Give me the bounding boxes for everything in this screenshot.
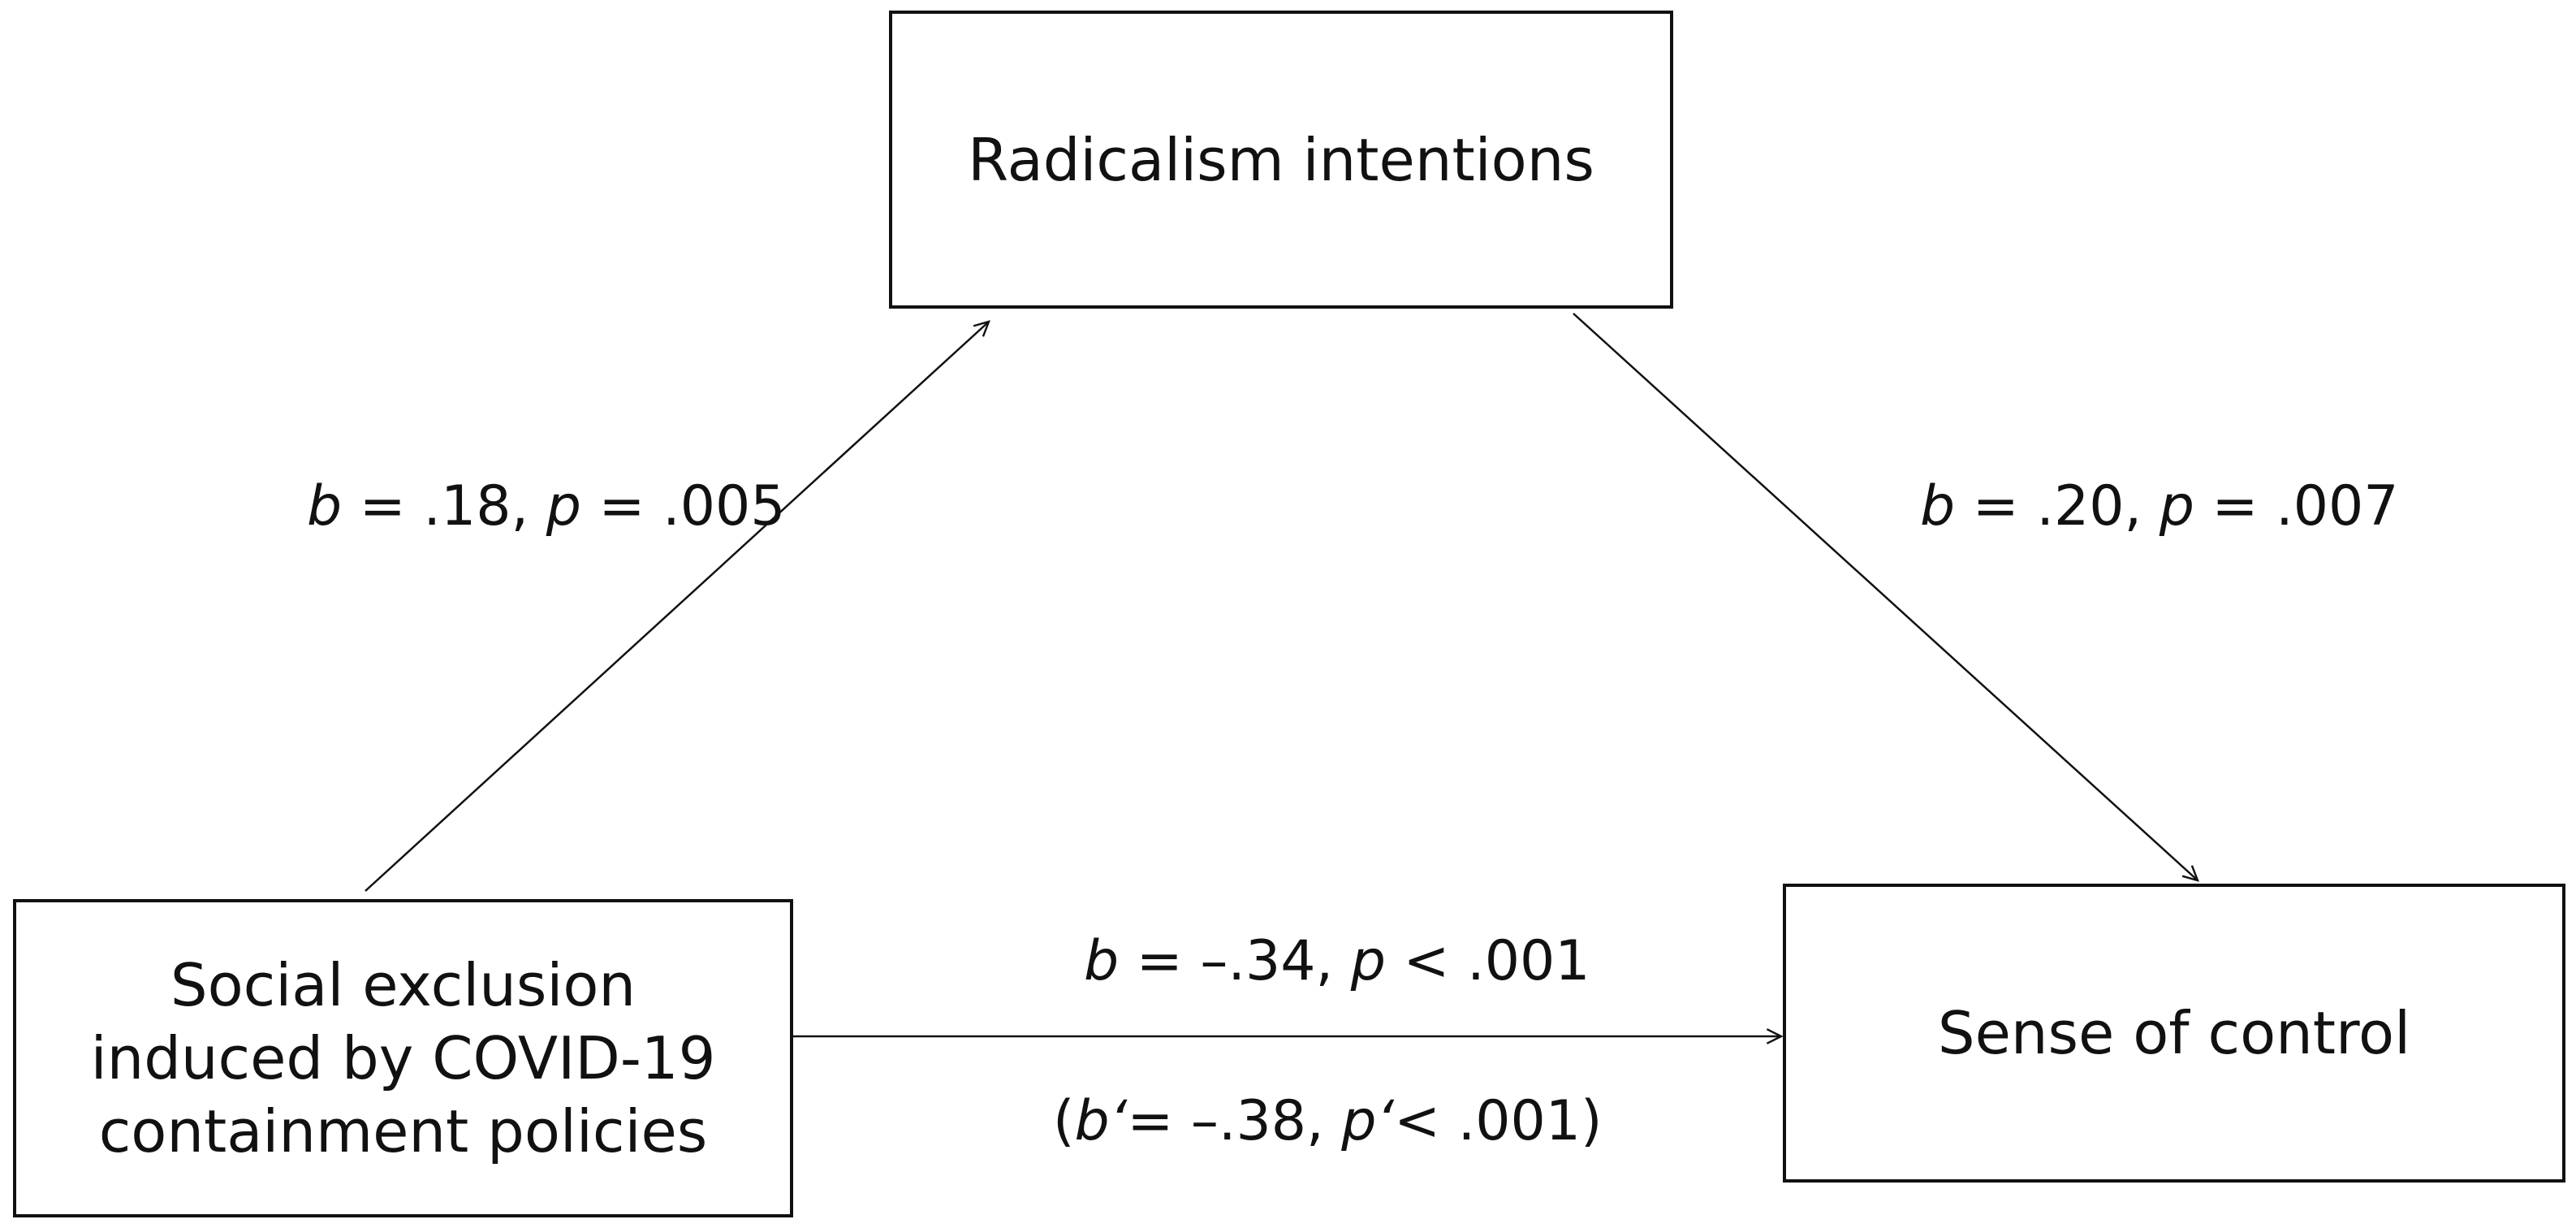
- path-a-p-symbol: p: [546, 474, 581, 538]
- path-c-p-symbol: p: [1350, 929, 1386, 993]
- arrow-mediator-to-outcome: [1573, 313, 2198, 880]
- path-c-b-value: = –.34,: [1119, 929, 1351, 993]
- path-c-adj-open-paren: (: [1053, 1089, 1075, 1153]
- path-b-coefficient: b = .20, p = .007: [1920, 479, 2399, 534]
- outcome-box: Sense of control: [1783, 884, 2565, 1183]
- path-b-b-symbol: b: [1920, 474, 1956, 538]
- mediator-label: Radicalism intentions: [968, 125, 1594, 194]
- outcome-label: Sense of control: [1937, 999, 2411, 1067]
- path-c-adjusted-coefficient: (b‘= –.38, p‘< .001): [1053, 1094, 1603, 1149]
- path-c-adj-p-value: < .001): [1394, 1089, 1603, 1153]
- path-c-coefficient: b = –.34, p < .001: [1084, 934, 1590, 989]
- path-a-b-value: = .18,: [342, 474, 546, 538]
- path-c-adj-p-symbol: p‘: [1341, 1089, 1395, 1153]
- path-c-b-symbol: b: [1084, 929, 1120, 993]
- path-b-b-value: = .20,: [1955, 474, 2160, 538]
- path-a-b-symbol: b: [307, 474, 343, 538]
- predictor-box: Social exclusion induced by COVID-19 con…: [13, 899, 793, 1217]
- predictor-label-line-3: containment policies: [98, 1097, 708, 1165]
- path-a-coefficient: b = .18, p = .005: [307, 479, 786, 534]
- predictor-label: Social exclusion induced by COVID-19 con…: [91, 949, 716, 1168]
- path-c-adj-b-value: = –.38,: [1127, 1089, 1342, 1153]
- path-c-p-value: < .001: [1385, 929, 1590, 993]
- path-c-adj-b-symbol: b‘: [1074, 1089, 1128, 1153]
- path-b-p-symbol: p: [2159, 474, 2194, 538]
- arrow-predictor-to-mediator: [365, 322, 989, 892]
- predictor-label-line-1: Social exclusion: [170, 951, 636, 1019]
- path-a-p-value: = .005: [580, 474, 786, 538]
- path-b-p-value: = .007: [2194, 474, 2399, 538]
- mediator-box: Radicalism intentions: [889, 11, 1673, 309]
- predictor-label-line-2: induced by COVID-19: [90, 1024, 716, 1092]
